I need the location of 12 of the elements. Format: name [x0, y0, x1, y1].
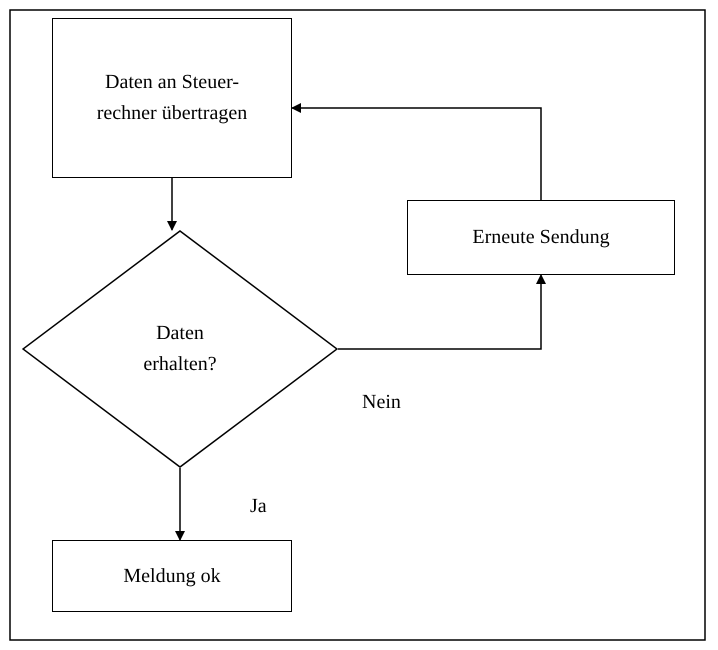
process-box: [407, 200, 675, 275]
arrow: [291, 103, 542, 200]
process-box: [52, 540, 292, 612]
arrow: [338, 274, 546, 350]
node-text: Meldung ok: [123, 564, 221, 588]
arrow: [175, 468, 185, 541]
process-box: [52, 18, 292, 178]
node-text: Erneute Sendung: [472, 225, 610, 250]
node-text: Daten erhalten?: [142, 321, 218, 377]
decision-diamond: [22, 230, 338, 468]
node-text: Daten an Steuer- rechner übertragen: [96, 70, 248, 126]
arrow: [167, 178, 177, 231]
